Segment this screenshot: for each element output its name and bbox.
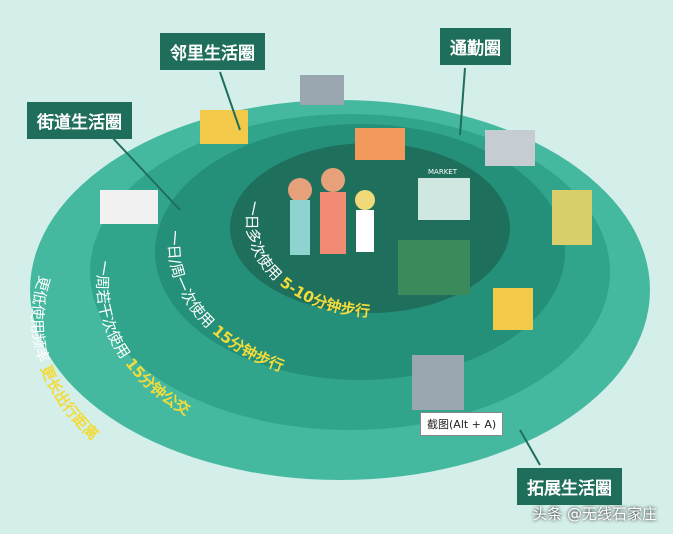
- market-sign: MARKET: [428, 168, 458, 176]
- label-commute: 通勤圈: [440, 28, 511, 65]
- label-pointers: [109, 67, 541, 466]
- watermark: 头条 @无线石家庄: [532, 505, 657, 523]
- buildings: [100, 75, 592, 410]
- label-neighborhood: 邻里生活圈: [160, 33, 265, 70]
- label-street: 街道生活圈: [27, 102, 132, 139]
- screenshot-tooltip: 截图(Alt + A): [420, 412, 504, 436]
- label-extended: 拓展生活圈: [517, 468, 622, 505]
